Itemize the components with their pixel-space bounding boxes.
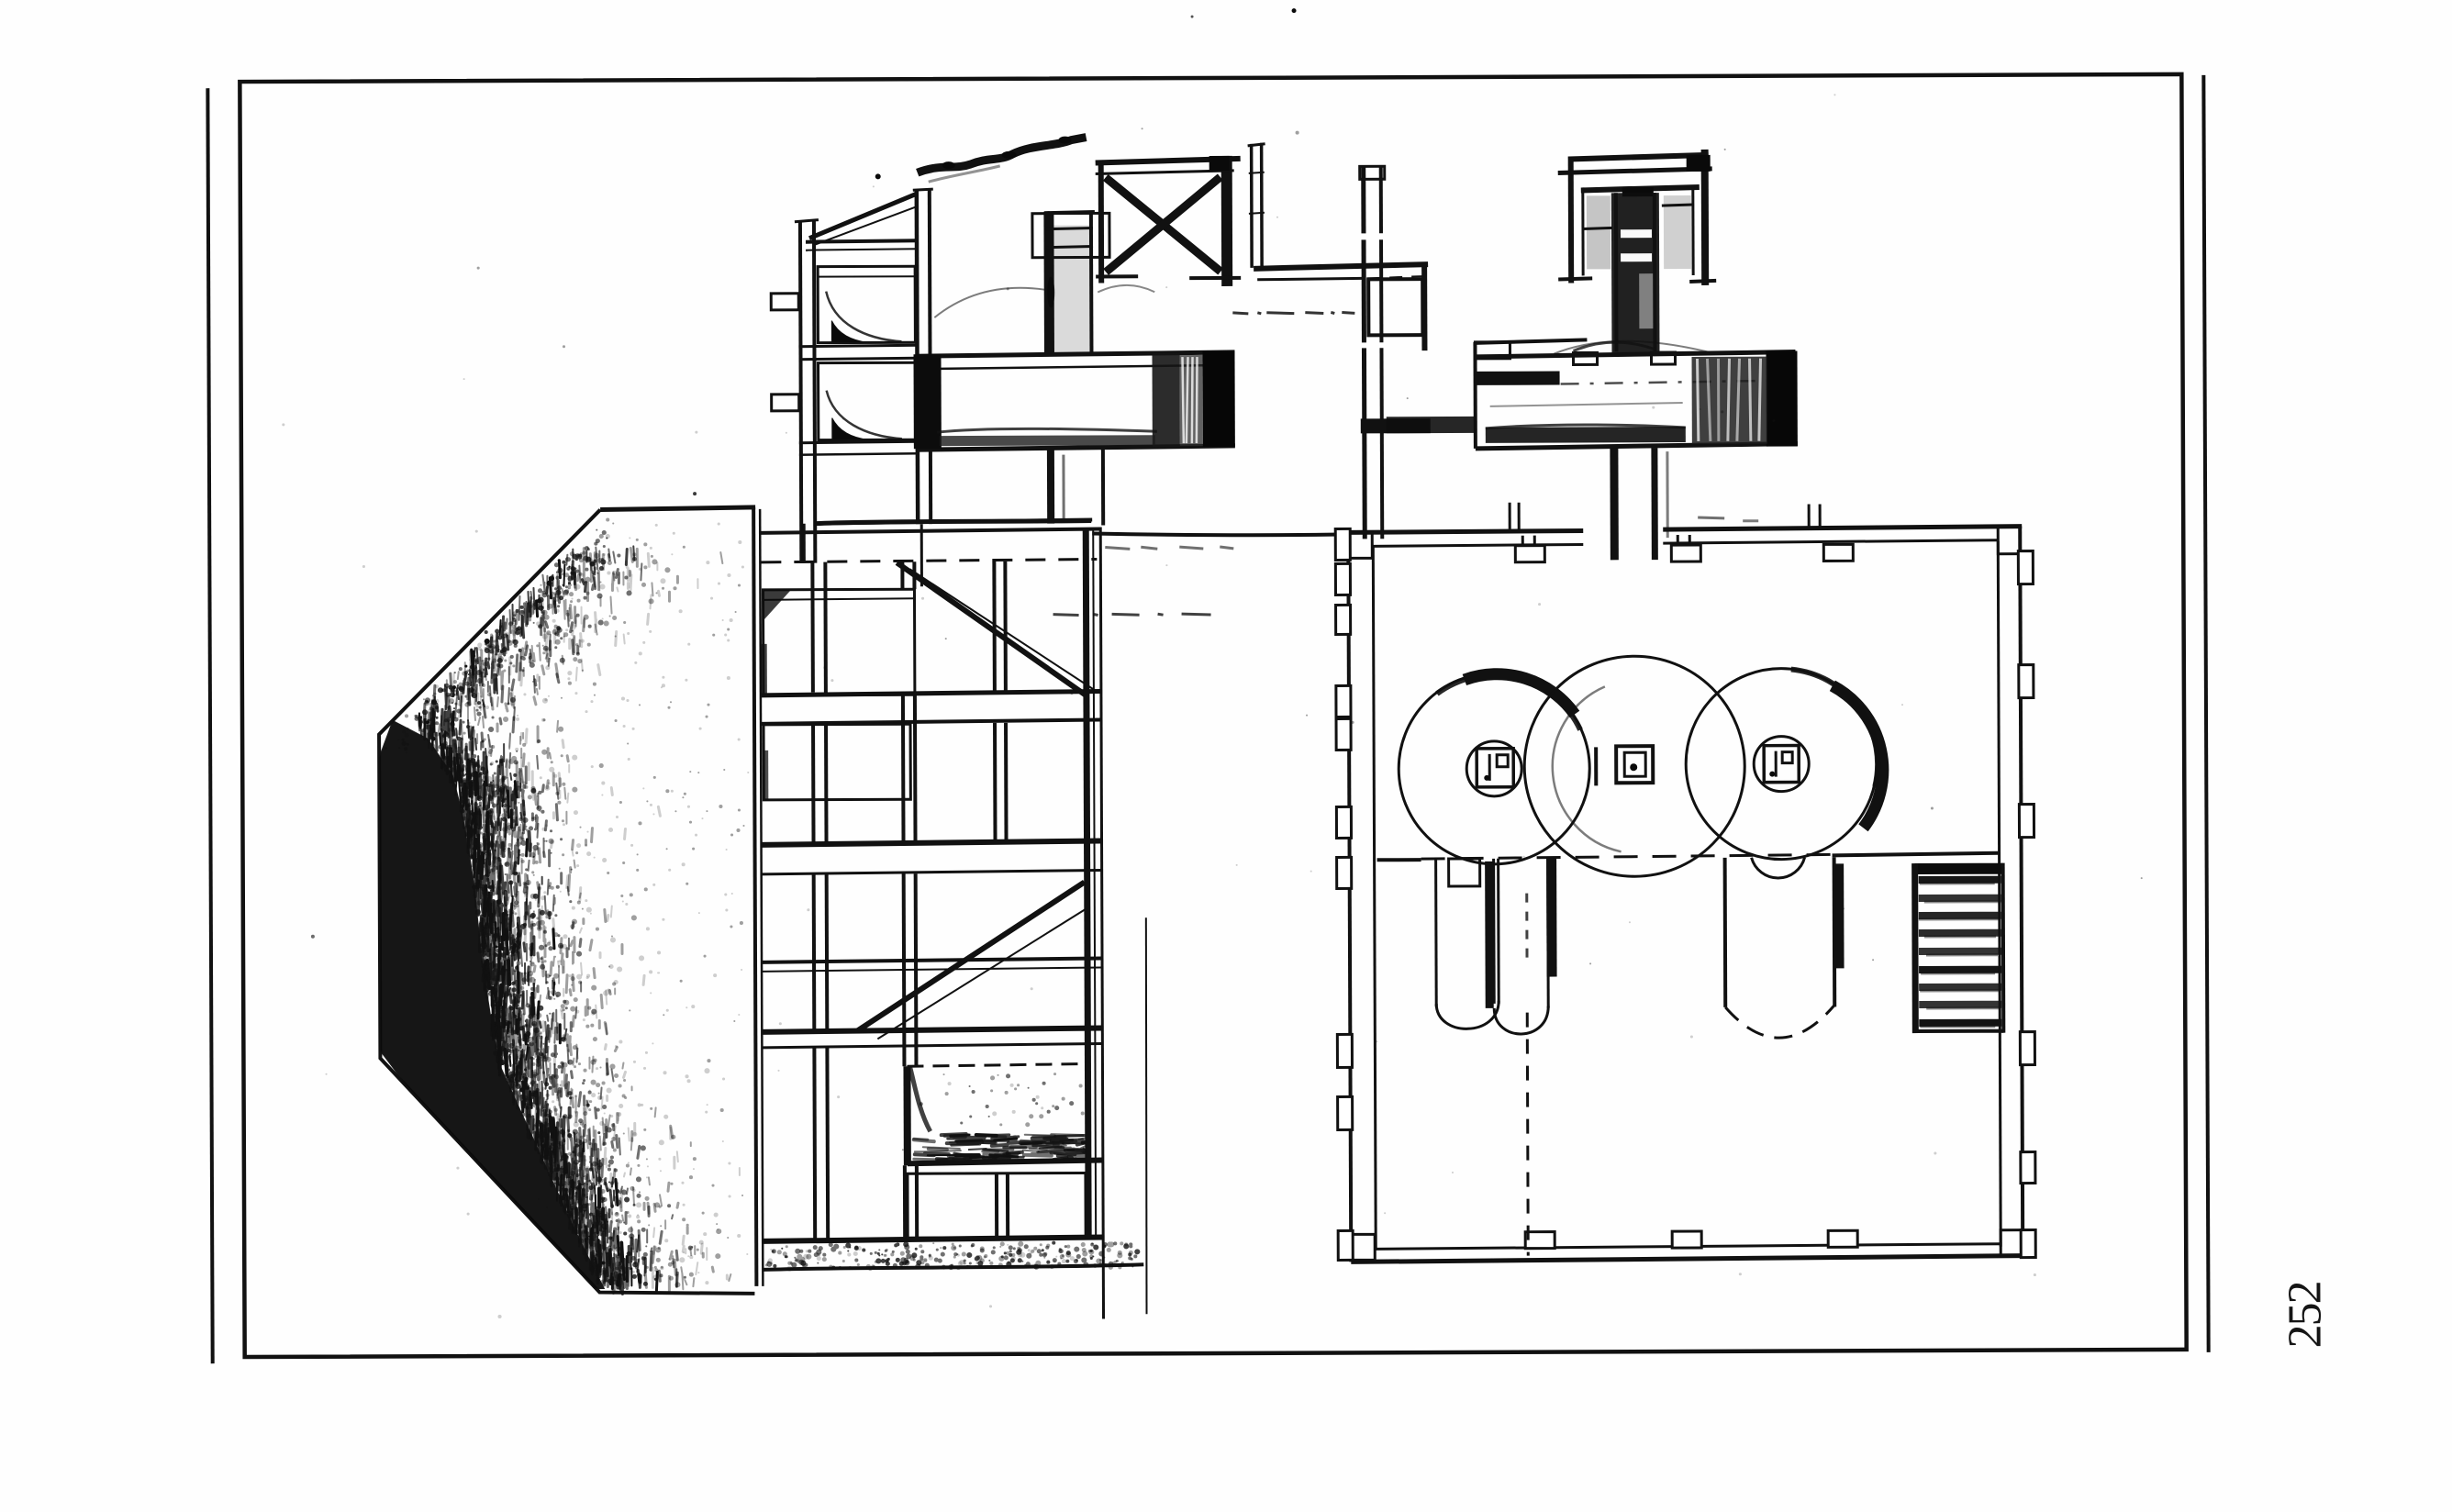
- svg-text:252: 252: [2279, 1280, 2331, 1348]
